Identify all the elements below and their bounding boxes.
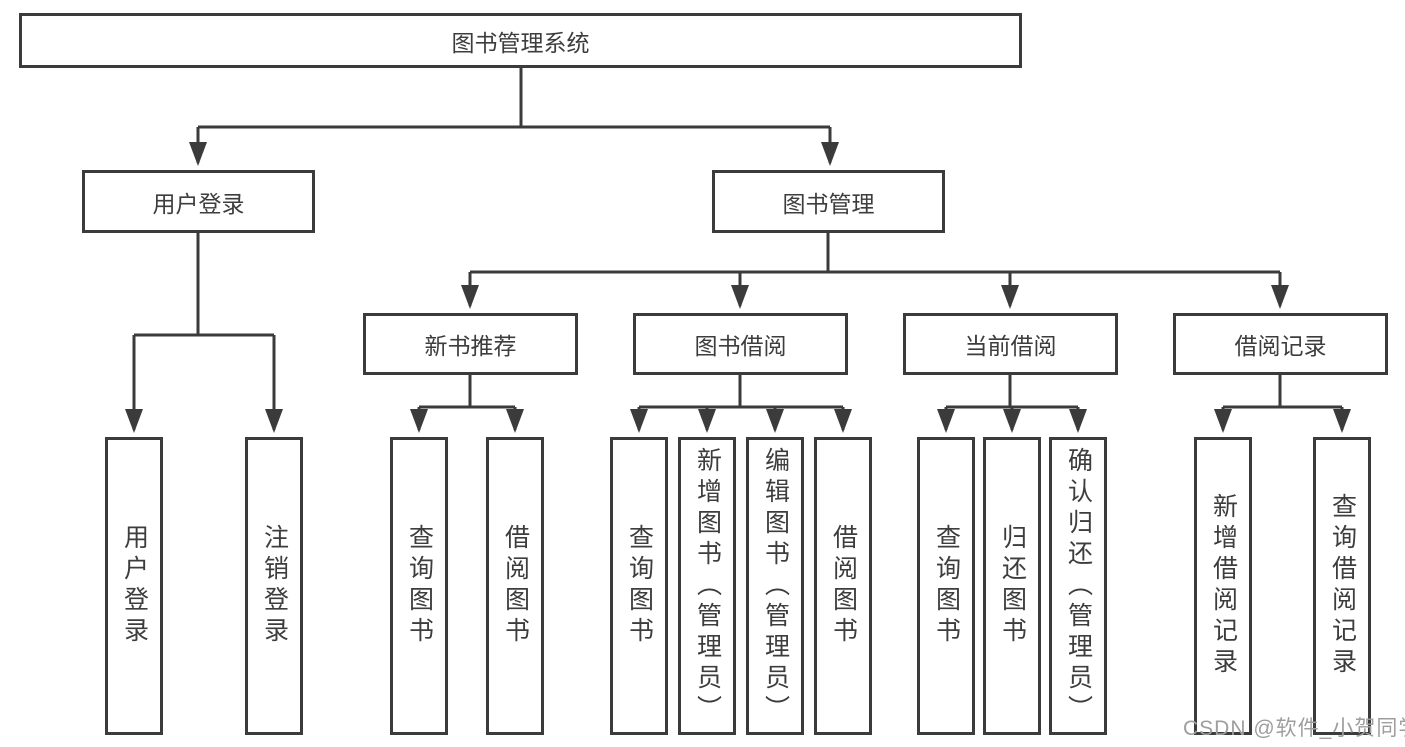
leaf-recommend-query-books: 查询图书 — [390, 437, 448, 735]
leaf-borrow-add-books-admin: 新增图书（管理员） — [678, 437, 736, 735]
leaf-label: 新增图书（管理员） — [693, 446, 722, 726]
node-new-book-recommend: 新书推荐 — [363, 313, 578, 375]
leaf-label: 新增借阅记录 — [1209, 493, 1238, 679]
leaf-logout: 注销登录 — [245, 437, 303, 735]
node-label: 用户登录 — [152, 190, 245, 217]
node-label: 新书推荐 — [424, 333, 517, 359]
leaf-label: 查询图书 — [625, 524, 654, 648]
csdn-watermark: CSDN @软件_小贺同学 — [1183, 717, 1405, 740]
leaf-label: 用户登录 — [120, 524, 149, 648]
node-label: 图书管理系统 — [451, 29, 590, 56]
leaf-label: 借阅图书 — [501, 524, 530, 648]
leaf-borrow-query-books: 查询图书 — [610, 437, 668, 735]
node-library-management-system: 图书管理系统 — [19, 13, 1022, 68]
node-borrow-records: 借阅记录 — [1173, 313, 1388, 375]
node-book-borrow: 图书借阅 — [633, 313, 848, 375]
leaf-records-query-record: 查询借阅记录 — [1313, 437, 1371, 735]
leaf-current-query-books: 查询图书 — [917, 437, 975, 735]
node-label: 图书管理 — [782, 190, 875, 217]
leaf-borrow-borrow-books: 借阅图书 — [814, 437, 872, 735]
leaf-label: 归还图书 — [998, 524, 1027, 648]
leaf-borrow-edit-books-admin: 编辑图书（管理员） — [746, 437, 804, 735]
leaf-label: 查询图书 — [932, 524, 961, 648]
leaf-label: 查询图书 — [405, 524, 434, 648]
node-current-borrow: 当前借阅 — [903, 313, 1118, 375]
leaf-current-confirm-return-admin: 确认归还（管理员） — [1049, 437, 1107, 735]
leaf-user-login: 用户登录 — [105, 437, 163, 735]
leaf-current-return-books: 归还图书 — [983, 437, 1041, 735]
node-user-login-branch: 用户登录 — [82, 170, 315, 233]
leaf-label: 确认归还（管理员） — [1064, 446, 1093, 726]
leaf-label: 查询借阅记录 — [1328, 493, 1357, 679]
node-label: 当前借阅 — [964, 333, 1057, 359]
node-label: 借阅记录 — [1234, 333, 1327, 359]
leaf-label: 注销登录 — [260, 524, 289, 648]
leaf-recommend-borrow-books: 借阅图书 — [486, 437, 544, 735]
leaf-label: 编辑图书（管理员） — [761, 446, 790, 726]
node-book-management: 图书管理 — [712, 170, 945, 233]
node-label: 图书借阅 — [694, 333, 787, 359]
leaf-label: 借阅图书 — [829, 524, 858, 648]
leaf-records-add-record: 新增借阅记录 — [1194, 437, 1252, 735]
